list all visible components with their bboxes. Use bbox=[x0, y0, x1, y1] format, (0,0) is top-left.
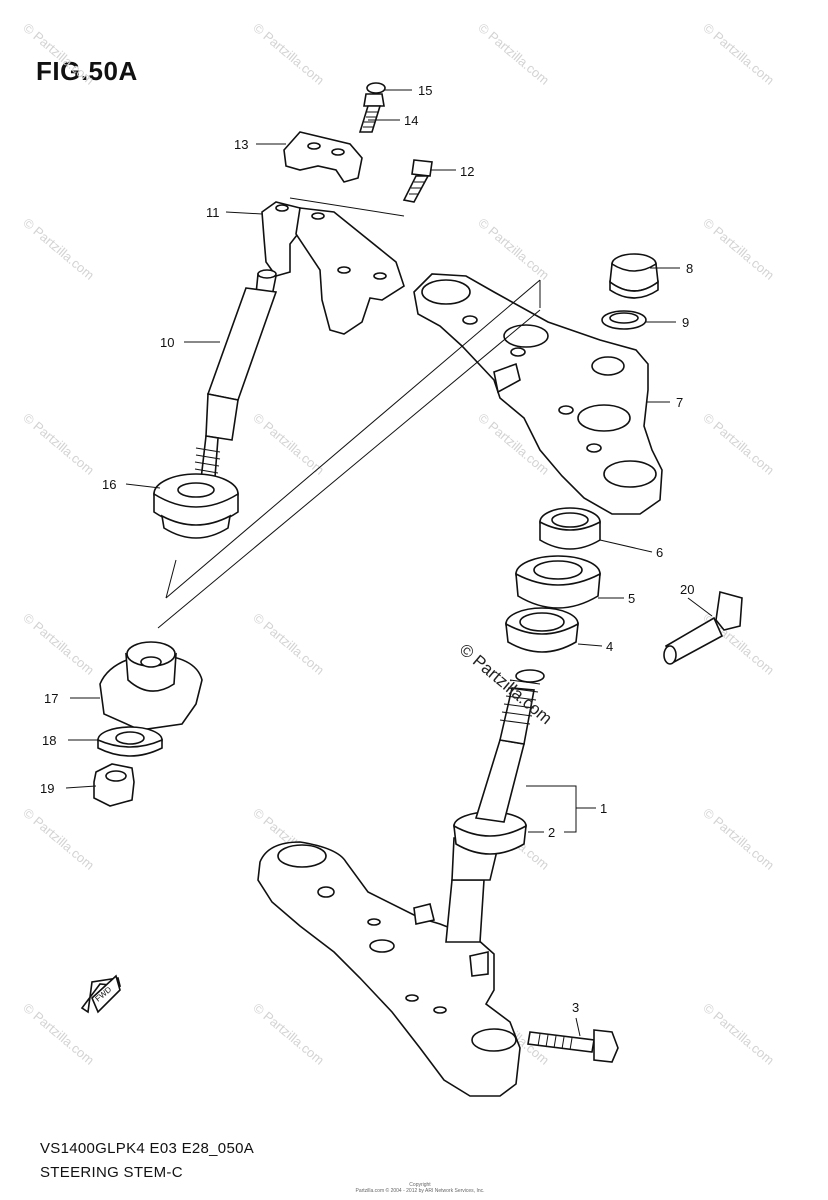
callout-15[interactable]: 15 bbox=[418, 83, 432, 98]
callout-labels: 15 14 13 12 11 8 9 10 7 16 6 5 20 4 17 1… bbox=[40, 83, 694, 1015]
part-12-bolt[interactable] bbox=[402, 159, 433, 203]
callout-10[interactable]: 10 bbox=[160, 335, 174, 350]
callout-5[interactable]: 5 bbox=[628, 591, 635, 606]
part-16-grommet[interactable] bbox=[153, 473, 239, 539]
callout-leaders bbox=[65, 89, 713, 1037]
callout-2[interactable]: 2 bbox=[548, 825, 555, 840]
callout-18[interactable]: 18 bbox=[42, 733, 56, 748]
part-19-nut[interactable] bbox=[93, 763, 135, 807]
callout-8[interactable]: 8 bbox=[686, 261, 693, 276]
part-18-washer[interactable] bbox=[97, 726, 163, 757]
fwd-arrow-icon: FWD bbox=[80, 974, 122, 1014]
part-15-cap[interactable] bbox=[366, 82, 386, 94]
part-8-cap[interactable] bbox=[609, 253, 659, 299]
callout-3[interactable]: 3 bbox=[572, 1000, 579, 1015]
part-14-bolt[interactable] bbox=[358, 93, 385, 133]
copyright-line-1: Copyright bbox=[409, 1182, 431, 1188]
copyright-line-2: Partzilla.com © 2004 - 2012 by ARI Netwo… bbox=[355, 1188, 485, 1194]
callout-7[interactable]: 7 bbox=[676, 395, 683, 410]
part-17-grommet[interactable] bbox=[99, 641, 203, 731]
callout-1[interactable]: 1 bbox=[600, 801, 607, 816]
callout-11[interactable]: 11 bbox=[206, 205, 220, 220]
callout-14[interactable]: 14 bbox=[404, 113, 418, 128]
callout-16[interactable]: 16 bbox=[102, 477, 116, 492]
part-4-race[interactable] bbox=[505, 607, 579, 653]
reference-lines bbox=[157, 197, 541, 629]
callout-19[interactable]: 19 bbox=[40, 781, 54, 796]
part-6-nut[interactable] bbox=[539, 507, 601, 550]
part-7-upper-bracket[interactable] bbox=[413, 273, 663, 515]
callout-4[interactable]: 4 bbox=[606, 639, 613, 654]
page-title: FIG.50A bbox=[36, 56, 138, 86]
callout-17[interactable]: 17 bbox=[44, 691, 58, 706]
copyright-notice: Copyright Partzilla.com © 2004 - 2012 by… bbox=[340, 1182, 500, 1194]
part-3-bolt[interactable] bbox=[527, 1029, 619, 1063]
part-20-switch[interactable] bbox=[663, 590, 743, 665]
part-11-holder[interactable] bbox=[261, 201, 405, 335]
part-10-shaft[interactable] bbox=[193, 269, 278, 491]
callout-9[interactable]: 9 bbox=[682, 315, 689, 330]
part-1-steering-stem[interactable] bbox=[257, 669, 545, 1097]
part-9-washer[interactable] bbox=[601, 310, 647, 330]
callout-13[interactable]: 13 bbox=[234, 137, 248, 152]
callout-12[interactable]: 12 bbox=[460, 164, 474, 179]
part-5-bearing[interactable] bbox=[515, 555, 601, 609]
callout-20[interactable]: 20 bbox=[680, 582, 694, 597]
callout-6[interactable]: 6 bbox=[656, 545, 663, 560]
model-code: VS1400GLPK4 E03 E28_050A bbox=[40, 1140, 255, 1157]
section-name: STEERING STEM-C bbox=[40, 1164, 183, 1181]
part-13-holder-cap[interactable] bbox=[283, 131, 363, 183]
